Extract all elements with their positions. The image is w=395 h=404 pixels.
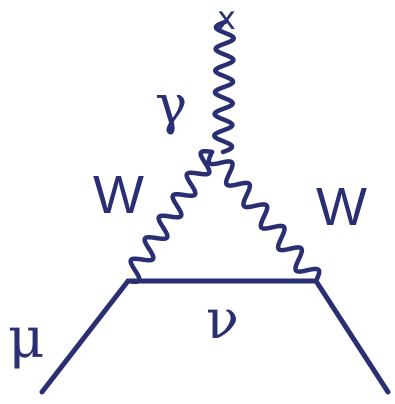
photon-label: γ <box>155 73 188 136</box>
w-boson-left-label: W <box>93 165 144 225</box>
photon-endpoint-label: x <box>217 0 236 37</box>
neutrino-out-line <box>313 278 391 395</box>
photon-wavy-line <box>212 19 236 155</box>
neutrino-label: ν <box>206 288 239 351</box>
muon-in-line <box>39 278 131 395</box>
muon-label: μ <box>8 306 45 371</box>
w-boson-left-wavy-line <box>125 148 215 285</box>
w-boson-right-label: W <box>316 177 367 237</box>
w-boson-right-wavy-line <box>206 149 322 284</box>
